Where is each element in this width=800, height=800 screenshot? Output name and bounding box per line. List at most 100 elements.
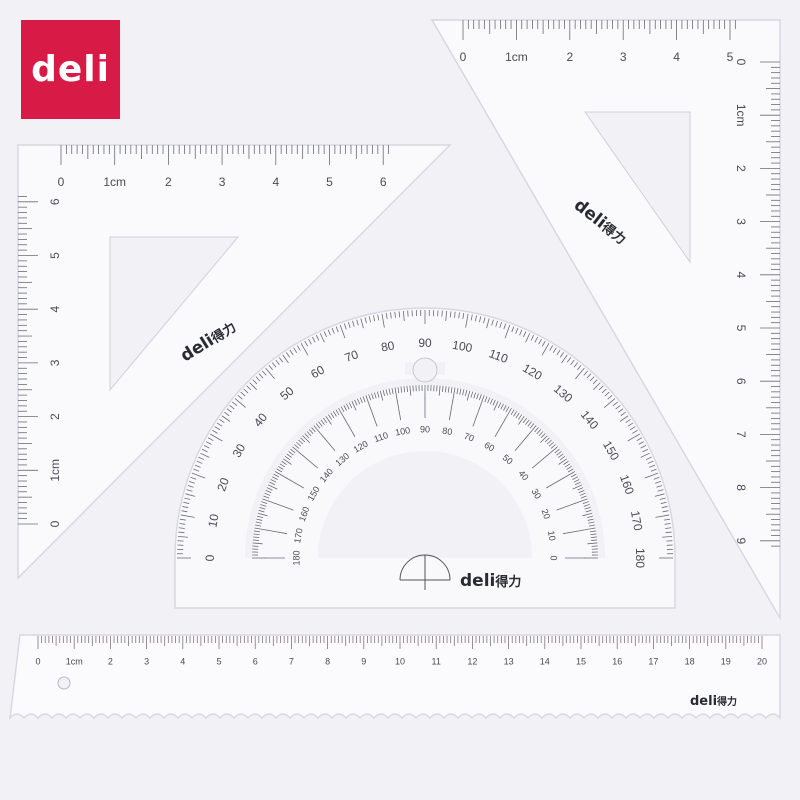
tick-mark — [300, 437, 306, 443]
tick-mark — [385, 389, 388, 396]
tick-mark — [546, 477, 564, 489]
tick-mark — [576, 365, 582, 371]
tick-mark — [221, 415, 231, 422]
tick-mark — [450, 387, 453, 394]
tick-mark — [311, 427, 316, 433]
tick-mark — [562, 529, 583, 535]
tick-mark — [556, 451, 562, 456]
tick-mark — [272, 362, 277, 368]
tick-mark — [265, 490, 272, 494]
tick-mark — [483, 317, 486, 324]
tick-mark — [360, 318, 364, 329]
tick-mark — [343, 323, 347, 330]
tick-mark — [286, 453, 292, 458]
ruler-label: 16 — [612, 656, 622, 666]
tick-mark — [570, 359, 575, 365]
tick-mark — [554, 448, 560, 454]
protractor-inner-label: 110 — [373, 430, 390, 444]
tick-mark — [298, 439, 304, 445]
tick-mark — [579, 492, 586, 496]
protractor-outer-label: 30 — [230, 441, 249, 460]
tick-mark — [470, 314, 473, 321]
protractor-inner-label: 30 — [530, 487, 544, 501]
right-set-square — [430, 19, 781, 621]
tick-mark — [653, 476, 660, 480]
tick-mark — [573, 362, 578, 368]
protractor-outer-label: 20 — [214, 476, 232, 494]
tick-mark — [619, 415, 629, 422]
scale-label: 4 — [272, 175, 279, 189]
tick-mark — [642, 448, 649, 453]
tick-mark — [357, 398, 361, 405]
tick-mark — [561, 354, 568, 364]
tick-mark — [406, 385, 408, 392]
tick-mark — [348, 402, 353, 409]
tick-mark — [255, 376, 261, 382]
tick-mark — [603, 398, 616, 408]
tick-mark — [588, 521, 595, 524]
protractor-inner-label: 100 — [394, 425, 411, 437]
tick-mark — [585, 509, 592, 513]
tick-mark — [607, 394, 613, 400]
tick-mark — [584, 507, 591, 510]
protractor-inner-label: 70 — [463, 431, 476, 444]
tick-mark — [487, 397, 491, 404]
ruler-label: 11 — [432, 656, 441, 666]
tick-mark — [588, 524, 595, 527]
tick-mark — [470, 391, 474, 398]
tick-mark — [214, 426, 220, 431]
tick-mark — [574, 498, 588, 504]
tick-mark — [212, 429, 218, 434]
scale-label: 5 — [734, 325, 748, 332]
tick-mark — [458, 312, 460, 319]
protractor-inner-label: 170 — [292, 527, 304, 544]
tick-mark — [495, 320, 498, 327]
tick-mark — [659, 497, 666, 500]
tick-mark — [518, 416, 525, 425]
tick-mark — [364, 317, 367, 324]
tick-mark — [573, 479, 580, 483]
tick-mark — [234, 398, 247, 408]
tick-mark — [546, 439, 552, 445]
scale-label: 6 — [380, 175, 387, 189]
ruler-label: 13 — [504, 656, 514, 666]
tick-mark — [462, 312, 465, 320]
tick-mark — [523, 331, 527, 338]
scale-label: 3 — [734, 218, 748, 225]
scale-label: 9 — [734, 537, 748, 544]
tick-mark — [226, 408, 232, 413]
tick-mark — [253, 536, 260, 539]
tick-mark — [575, 367, 585, 380]
tick-mark — [183, 501, 190, 504]
protractor-inner-label: 80 — [442, 426, 454, 438]
tick-mark — [632, 429, 638, 434]
tick-mark — [373, 315, 376, 322]
tick-mark — [655, 480, 661, 484]
tick-mark — [489, 398, 493, 405]
tick-mark — [546, 446, 558, 457]
tick-mark — [589, 530, 596, 533]
tick-mark — [454, 311, 456, 318]
ruler-label: 20 — [757, 656, 767, 666]
tick-mark — [379, 390, 384, 401]
tick-mark — [522, 417, 528, 424]
ruler-label: 8 — [325, 656, 330, 666]
tick-mark — [282, 354, 289, 364]
tick-mark — [665, 531, 672, 534]
scale-label: 4 — [673, 50, 680, 64]
tick-mark — [591, 539, 598, 541]
tick-mark — [445, 310, 448, 321]
tick-mark — [388, 388, 391, 395]
tick-mark — [598, 385, 604, 391]
tick-mark — [448, 400, 454, 421]
tick-mark — [398, 311, 401, 318]
tick-mark — [354, 399, 358, 406]
tick-mark — [338, 407, 346, 421]
tick-mark — [194, 464, 201, 468]
tick-mark — [529, 423, 535, 429]
tick-mark — [456, 388, 459, 395]
tick-mark — [654, 493, 665, 497]
tick-mark — [593, 382, 601, 390]
